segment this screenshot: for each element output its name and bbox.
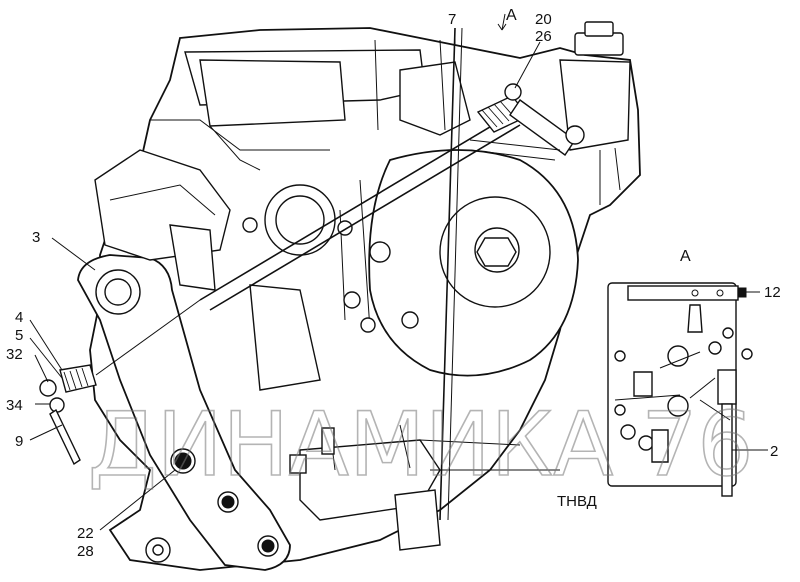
callout-34: 34 [6, 397, 23, 414]
callout-3: 3 [32, 229, 40, 246]
view-marker-a: A [506, 7, 517, 24]
control-rods [199, 27, 521, 521]
bracket-arm [77, 149, 291, 571]
pump-face [242, 149, 579, 391]
inset-view-a [607, 282, 768, 497]
callout-28: 28 [77, 543, 94, 560]
callout-22: 22 [77, 525, 94, 542]
callout-32: 32 [6, 346, 23, 363]
inset-title: А [680, 248, 691, 265]
watermark-text: ДИНАМИКА 76 [88, 393, 753, 496]
inset-callout-2: 2 [770, 443, 778, 460]
callout-7: 7 [448, 11, 456, 28]
inset-callout-12: 12 [764, 284, 781, 301]
callout-9: 9 [15, 433, 23, 450]
callout-20: 20 [535, 11, 552, 28]
callout-4: 4 [15, 309, 23, 326]
fuel-line [289, 424, 560, 551]
leader-lines [29, 13, 541, 531]
callout-5: 5 [15, 327, 23, 344]
callout-26: 26 [535, 28, 552, 45]
left-linkage [39, 299, 201, 466]
inset-caption: ТНВД [557, 493, 597, 510]
upper-linkage [469, 83, 585, 161]
